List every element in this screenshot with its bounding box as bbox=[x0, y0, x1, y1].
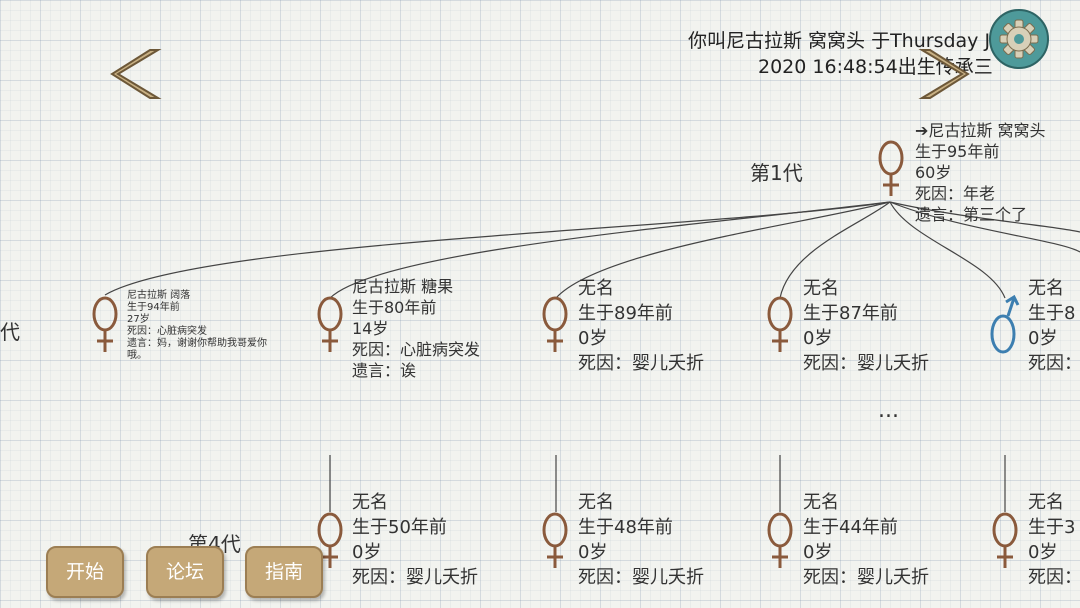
person-cause: 死因： bbox=[1028, 567, 1080, 588]
male-symbol-icon[interactable] bbox=[988, 294, 1022, 356]
gen2-child-1-info: 尼古拉斯 糖果 生于80年前 14岁 死因：心脏病突发 遗言：诶 bbox=[352, 276, 480, 381]
person-age: 27岁 bbox=[127, 314, 150, 325]
person-name: 无名 bbox=[1028, 278, 1064, 299]
person-age: 0岁 bbox=[578, 328, 608, 349]
chevron-right-icon[interactable] bbox=[918, 46, 972, 102]
gen2-child-3-info: 无名 生于87年前 0岁 死因：婴儿夭折 bbox=[803, 276, 929, 376]
person-born: 生于3 bbox=[1028, 517, 1076, 538]
gen2-child-0-info: 尼古拉斯 阔落 生于94年前 27岁 死因：心脏病突发 遗言：妈，谢谢你帮助我哥… bbox=[127, 290, 267, 362]
person-born: 生于80年前 bbox=[352, 298, 437, 317]
gear-icon[interactable] bbox=[988, 8, 1050, 70]
person-cause: 死因：年老 bbox=[915, 184, 996, 203]
person-age: 0岁 bbox=[352, 542, 382, 563]
person-name: 尼古拉斯 糖果 bbox=[352, 277, 454, 296]
female-symbol-icon[interactable] bbox=[765, 296, 795, 356]
person-name: 无名 bbox=[578, 492, 614, 513]
person-born: 生于48年前 bbox=[578, 517, 673, 538]
gen4-child-0-info: 无名 生于50年前 0岁 死因：婴儿夭折 bbox=[352, 490, 478, 590]
gen4-child-2-info: 无名 生于44年前 0岁 死因：婴儿夭折 bbox=[803, 490, 929, 590]
female-symbol-icon[interactable] bbox=[876, 140, 906, 200]
person-born: 生于94年前 bbox=[127, 302, 180, 313]
gen2-child-2-info: 无名 生于89年前 0岁 死因：婴儿夭折 bbox=[578, 276, 704, 376]
start-button[interactable]: 开始 bbox=[46, 546, 124, 598]
person-age: 60岁 bbox=[915, 163, 952, 182]
person-born: 生于50年前 bbox=[352, 517, 447, 538]
person-born: 生于87年前 bbox=[803, 303, 898, 324]
ellipsis-indicator: ... bbox=[878, 398, 899, 423]
person-born: 生于89年前 bbox=[578, 303, 673, 324]
female-symbol-icon[interactable] bbox=[765, 512, 795, 572]
female-symbol-icon[interactable] bbox=[315, 512, 345, 572]
person-cause: 死因：婴儿夭折 bbox=[352, 567, 478, 588]
person-name: 无名 bbox=[1028, 492, 1064, 513]
person-name: 尼古拉斯 阔落 bbox=[127, 290, 191, 301]
person-cause: 死因：婴儿夭折 bbox=[803, 567, 929, 588]
person-cause: 死因：心脏病突发 bbox=[352, 340, 481, 359]
gen2-child-4-info: 无名 生于8 0岁 死因： bbox=[1028, 276, 1080, 376]
person-name: 无名 bbox=[578, 278, 614, 299]
guide-button[interactable]: 指南 bbox=[245, 546, 323, 598]
female-symbol-icon[interactable] bbox=[90, 296, 120, 356]
person-age: 0岁 bbox=[803, 328, 833, 349]
person-will-cont: 哦。 bbox=[127, 350, 147, 361]
birth-info-line1: 你叫尼古拉斯 窝窝头 于Thursday Jun bbox=[688, 30, 1015, 52]
person-cause: 死因：婴儿夭折 bbox=[578, 567, 704, 588]
female-symbol-icon[interactable] bbox=[990, 512, 1020, 572]
female-symbol-icon[interactable] bbox=[315, 296, 345, 356]
person-age: 14岁 bbox=[352, 319, 389, 338]
person-cause: 死因： bbox=[1028, 353, 1080, 374]
person-age: 0岁 bbox=[1028, 328, 1058, 349]
gen4-child-3-info: 无名 生于3 0岁 死因： bbox=[1028, 490, 1080, 590]
female-symbol-icon[interactable] bbox=[540, 512, 570, 572]
person-cause: 死因：婴儿夭折 bbox=[578, 353, 704, 374]
person-born: 生于8 bbox=[1028, 303, 1076, 324]
person-cause: 死因：心脏病突发 bbox=[127, 326, 207, 337]
person-born: 生于95年前 bbox=[915, 142, 1000, 161]
forum-button[interactable]: 论坛 bbox=[146, 546, 224, 598]
person-age: 0岁 bbox=[803, 542, 833, 563]
gen4-child-1-info: 无名 生于48年前 0岁 死因：婴儿夭折 bbox=[578, 490, 704, 590]
person-will: 遗言：妈，谢谢你帮助我哥爱你 bbox=[127, 338, 267, 349]
person-name: 无名 bbox=[803, 492, 839, 513]
chevron-left-icon[interactable] bbox=[108, 46, 162, 102]
person-born: 生于44年前 bbox=[803, 517, 898, 538]
person-cause: 死因：婴儿夭折 bbox=[803, 353, 929, 374]
person-name: ➔尼古拉斯 窝窝头 bbox=[915, 121, 1046, 140]
person-name: 无名 bbox=[352, 492, 388, 513]
person-age: 0岁 bbox=[578, 542, 608, 563]
birth-info-line2: 2020 16:48:54出生传承三 bbox=[758, 56, 993, 78]
generation-1-label: 第1代 bbox=[750, 161, 803, 185]
female-symbol-icon[interactable] bbox=[540, 296, 570, 356]
person-will: 遗言：第三个了 bbox=[915, 205, 1028, 224]
generation-2-label: 代 bbox=[0, 320, 20, 344]
person-name: 无名 bbox=[803, 278, 839, 299]
root-person-info: ➔尼古拉斯 窝窝头 生于95年前 60岁 死因：年老 遗言：第三个了 bbox=[915, 120, 1046, 225]
person-age: 0岁 bbox=[1028, 542, 1058, 563]
person-will: 遗言：诶 bbox=[352, 361, 417, 380]
